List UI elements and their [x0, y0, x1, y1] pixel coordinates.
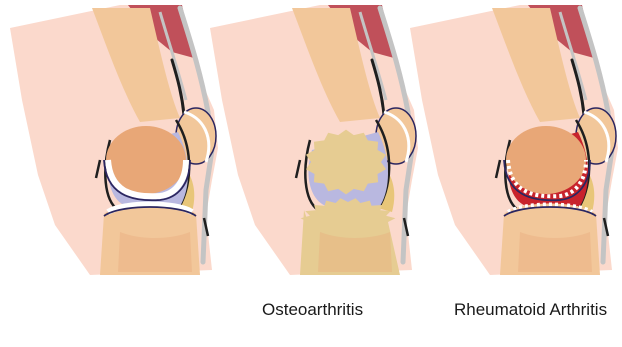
rheumatoid-arthritis-knee-illustration [410, 5, 618, 275]
healthy-knee-illustration [10, 5, 218, 275]
osteoarthritis-knee-illustration [210, 5, 418, 275]
rheumatoid-arthritis-caption: Rheumatoid Arthritis [454, 300, 607, 320]
tibia-shaft-shading [318, 232, 392, 272]
osteoarthritis-caption: Osteoarthritis [262, 300, 363, 320]
tibia-shaft-shading [518, 232, 592, 272]
tibia-shaft-shading [118, 232, 192, 272]
